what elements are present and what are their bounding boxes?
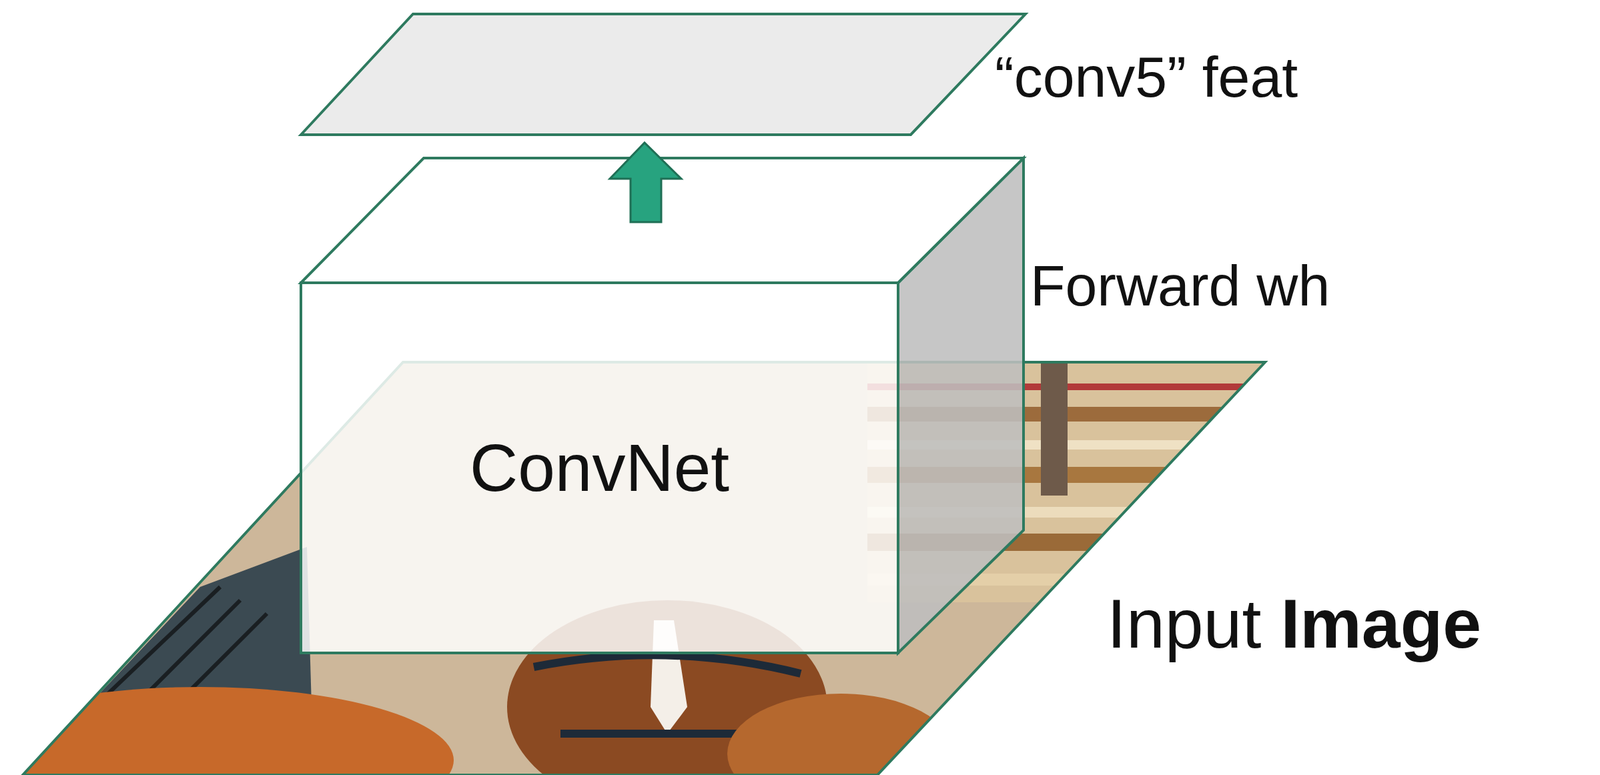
node-title: ConvNet [469, 429, 730, 507]
feature-plane [300, 14, 1026, 135]
layer-label: “conv5” feat [994, 44, 1298, 111]
cube-front [300, 282, 899, 654]
step-label: Forward wh [1030, 252, 1330, 319]
horse-body [0, 687, 454, 775]
input-label: Input [1106, 584, 1262, 665]
up-arrow [609, 142, 682, 223]
horse-neck [727, 693, 955, 775]
fence-post [1040, 362, 1068, 496]
process-box: ConvNet [300, 282, 899, 654]
input-label: Image [1280, 584, 1482, 665]
